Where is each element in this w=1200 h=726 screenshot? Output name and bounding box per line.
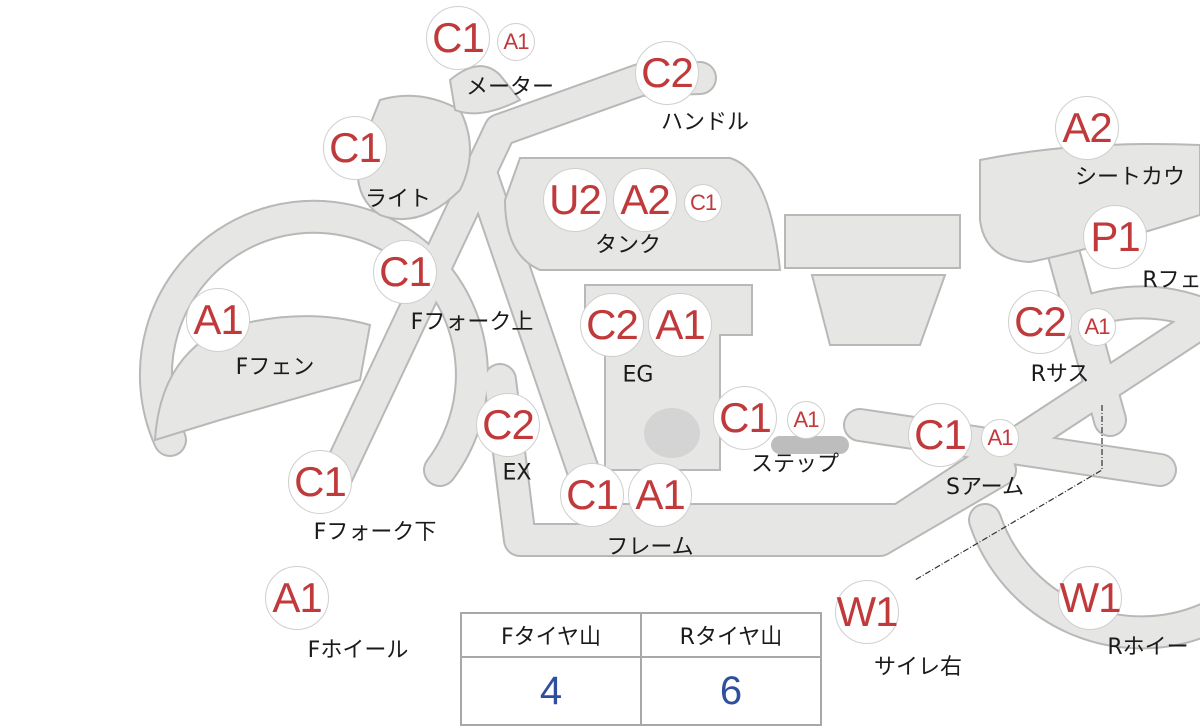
muffler-right-code-badge: W1 bbox=[835, 580, 899, 644]
fork-lower-code-badge: C1 bbox=[288, 450, 352, 514]
front-wheel-code-badge: A1 bbox=[265, 566, 329, 630]
front-wheel-label: Fホイール bbox=[307, 638, 409, 663]
step-code-badge: C1 bbox=[713, 386, 777, 450]
swing-arm-code-badge: A1 bbox=[981, 419, 1019, 457]
meter-code-badge: A1 bbox=[497, 23, 535, 61]
light-code-badge: C1 bbox=[323, 116, 387, 180]
front-fender-label: Fフェン bbox=[235, 355, 315, 380]
rear-suspension-code-badge: C2 bbox=[1008, 290, 1072, 354]
rear-suspension-code-badge: A1 bbox=[1078, 308, 1116, 346]
tank-code-badge: C1 bbox=[684, 184, 722, 222]
engine-label: EG bbox=[622, 362, 654, 388]
exhaust-label: EX bbox=[502, 460, 532, 486]
rear-tire-value: 6 bbox=[640, 656, 822, 726]
front-tire-header: Fタイヤ山 bbox=[460, 612, 642, 658]
rear-fender-label: Rフェ bbox=[1142, 268, 1200, 293]
rear-fender-code-badge: P1 bbox=[1083, 205, 1147, 269]
frame-code-badge: C1 bbox=[560, 463, 624, 527]
tank-code-badge: U2 bbox=[543, 168, 607, 232]
handle-code-badge: C2 bbox=[635, 41, 699, 105]
engine-code-badge: C2 bbox=[580, 293, 644, 357]
fork-lower-label: Fフォーク下 bbox=[313, 520, 437, 545]
frame-label: フレーム bbox=[606, 535, 694, 560]
swing-arm-label: Sアーム bbox=[946, 475, 1024, 500]
exhaust-code-badge: C2 bbox=[476, 393, 540, 457]
front-fender-code-badge: A1 bbox=[186, 288, 250, 352]
rear-tire-header: Rタイヤ山 bbox=[640, 612, 822, 658]
handle-label: ハンドル bbox=[660, 110, 750, 135]
rear-wheel-label: Rホイー bbox=[1107, 635, 1189, 660]
swing-arm-code-badge: C1 bbox=[908, 403, 972, 467]
tank-label: タンク bbox=[594, 233, 662, 258]
tank-code-badge: A2 bbox=[613, 168, 677, 232]
rear-suspension-label: Rサス bbox=[1030, 362, 1090, 387]
front-tire-value: 4 bbox=[460, 656, 642, 726]
seat-cowl-code-badge: A2 bbox=[1055, 96, 1119, 160]
muffler-right-label: サイレ右 bbox=[873, 655, 963, 680]
seat-cowl-label: シートカウ bbox=[1074, 165, 1186, 190]
meter-label: メーター bbox=[465, 75, 555, 100]
light-label: ライト bbox=[364, 187, 432, 212]
step-code-badge: A1 bbox=[787, 401, 825, 439]
fork-upper-code-badge: C1 bbox=[373, 240, 437, 304]
rear-wheel-code-badge: W1 bbox=[1058, 566, 1122, 630]
fork-upper-label: Fフォーク上 bbox=[410, 310, 534, 335]
tire-tread-table: Fタイヤ山 Rタイヤ山 4 6 bbox=[460, 612, 822, 726]
meter-code-badge: C1 bbox=[426, 6, 490, 70]
frame-code-badge: A1 bbox=[628, 463, 692, 527]
step-label: ステップ bbox=[750, 452, 840, 477]
engine-code-badge: A1 bbox=[648, 293, 712, 357]
